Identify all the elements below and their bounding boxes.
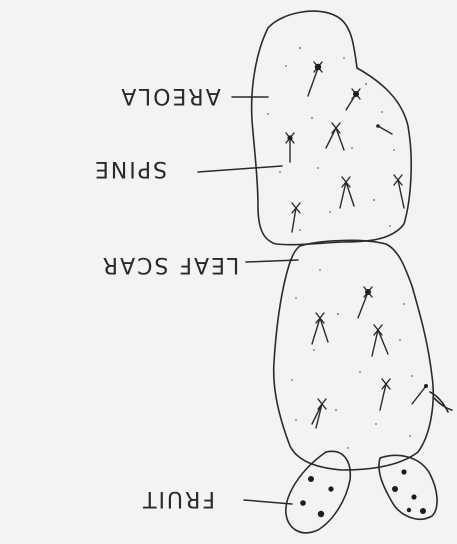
areole	[308, 62, 322, 96]
areole	[312, 399, 326, 428]
spine-leader	[198, 166, 282, 172]
fruit-label: FRUIT	[141, 486, 215, 511]
areole	[340, 177, 354, 208]
areoles	[286, 62, 428, 428]
areole	[326, 123, 344, 150]
areole	[376, 124, 392, 134]
areole	[346, 89, 360, 110]
areole	[372, 325, 388, 356]
areole	[394, 175, 404, 208]
spine-label: SPINE	[93, 156, 167, 181]
areole	[358, 287, 372, 318]
leaf-scar-label: LEAF SCAR	[101, 252, 240, 277]
areole	[312, 313, 328, 344]
areole	[286, 133, 294, 162]
areole	[292, 203, 300, 232]
fruit-leader	[244, 500, 292, 504]
areole	[412, 384, 428, 404]
fruit-left-outline	[286, 451, 350, 533]
areole	[380, 379, 390, 410]
fruit-spots	[300, 469, 426, 517]
upper-pad-outline	[252, 11, 412, 245]
areola-label: AREOLA	[119, 83, 220, 108]
